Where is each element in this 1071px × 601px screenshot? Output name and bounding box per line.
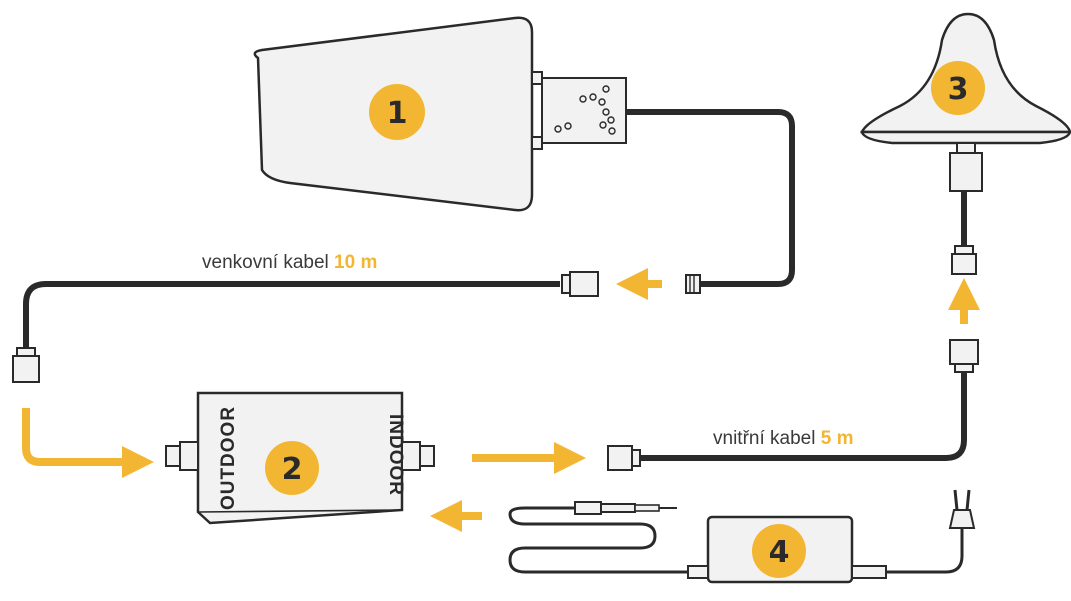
indoor-cable-connector-left bbox=[607, 445, 641, 471]
badge-4: 4 bbox=[752, 524, 806, 578]
outdoor-cable bbox=[23, 281, 560, 348]
badge-2: 2 bbox=[265, 441, 319, 495]
outdoor-cable-length: 10 m bbox=[334, 252, 378, 273]
outdoor-cable-connector-right bbox=[561, 271, 599, 297]
adapter-ac-strain-relief bbox=[851, 565, 887, 579]
outdoor-cable-connector-left bbox=[12, 347, 40, 383]
dc-output-cable bbox=[508, 506, 708, 574]
badge-3-number: 3 bbox=[948, 72, 969, 107]
amplifier-port-outdoor-label: OUTDOOR bbox=[218, 406, 239, 510]
badge-1: 1 bbox=[369, 84, 425, 140]
flow-arrow-to-amplifier bbox=[22, 408, 154, 478]
badge-4-number: 4 bbox=[769, 535, 790, 570]
outdoor-antenna bbox=[253, 16, 627, 212]
indoor-cable-connector-top bbox=[949, 339, 979, 373]
dc-plug bbox=[574, 501, 677, 515]
indoor-cable-label-text: vnitřní kabel bbox=[713, 428, 816, 449]
amplifier-port-indoor-label: INDOOR bbox=[385, 414, 406, 496]
dome-antenna-connector bbox=[951, 245, 977, 275]
adapter-dc-strain-relief bbox=[687, 565, 709, 579]
outdoor-cable-label-text: venkovní kabel bbox=[202, 252, 329, 273]
antenna-cable-connector bbox=[685, 274, 701, 294]
antenna-short-cable bbox=[626, 109, 795, 287]
badge-3: 3 bbox=[931, 61, 985, 115]
indoor-cable-length: 5 m bbox=[820, 428, 854, 449]
ac-power-cable bbox=[886, 528, 964, 574]
badge-2-number: 2 bbox=[282, 452, 303, 487]
outdoor-cable-label: venkovní kabel 10 m bbox=[202, 252, 377, 274]
indoor-cable bbox=[640, 370, 967, 461]
badge-1-number: 1 bbox=[387, 96, 408, 131]
indoor-cable-label: vnitřní kabel 5 m bbox=[713, 428, 853, 450]
mains-plug bbox=[948, 489, 976, 529]
